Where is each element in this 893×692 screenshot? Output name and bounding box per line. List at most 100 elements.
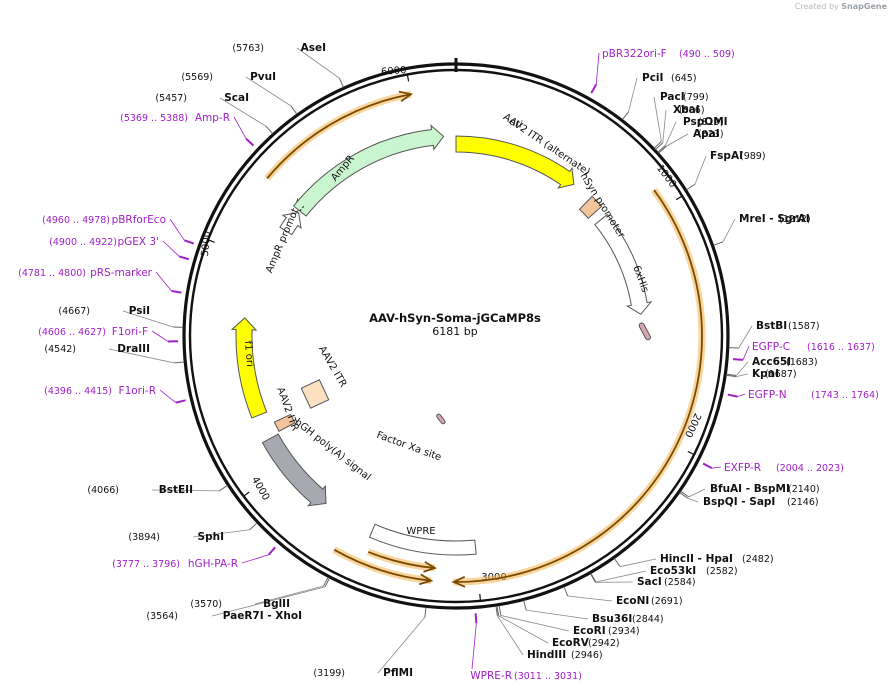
primer-tick — [590, 83, 598, 94]
enzyme-acc65i[interactable]: Acc65I — [752, 356, 791, 368]
enzyme-sphi[interactable]: SphI — [198, 531, 224, 543]
enzyme-position: (799) — [683, 92, 709, 103]
enzyme-fspai[interactable]: FspAI — [710, 150, 743, 162]
aav2-itr-feature[interactable] — [300, 379, 330, 409]
enzyme-leader — [265, 125, 274, 134]
orf-arrowhead — [423, 561, 437, 573]
primer-hgh-pa-r[interactable]: hGH-PA-R — [188, 558, 238, 570]
orf-arc — [266, 93, 412, 179]
enzyme-leader — [735, 373, 749, 378]
enzyme-pcii[interactable]: PciI — [642, 72, 663, 84]
enzyme-bspqi-sapi[interactable]: BspQI - SapI — [703, 496, 775, 508]
primer-exfp-r[interactable]: EXFP-R — [724, 462, 761, 474]
ampr-overlap-marker — [299, 205, 305, 212]
enzyme-ecori[interactable]: EcoRI — [573, 625, 606, 637]
enzyme-hincii-hpai[interactable]: HincII - HpaI — [660, 553, 733, 565]
enzyme-leader — [324, 577, 331, 588]
enzyme-leader — [658, 146, 667, 154]
f1-ori-feature[interactable] — [230, 317, 268, 419]
enzyme-position: (2140) — [788, 484, 820, 495]
primer-range: (4960 .. 4978) — [42, 215, 110, 226]
enzyme-econi[interactable]: EcoNI — [616, 595, 649, 607]
enzyme-position: (4667) — [58, 306, 90, 317]
enzyme-scai[interactable]: ScaI — [224, 92, 249, 104]
primer-pbr322ori-f[interactable]: pBR322ori-F — [602, 48, 667, 60]
enzyme-apai[interactable]: ApaI — [693, 128, 720, 140]
aav2-itr-feature[interactable] — [273, 413, 296, 432]
enzyme-leader — [665, 133, 689, 147]
enzyme-hindiii[interactable]: HindIII — [527, 649, 566, 661]
enzyme-mrei-sgrai[interactable]: MreI - SgrAI — [739, 213, 810, 225]
enzyme-saci[interactable]: SacI — [637, 576, 662, 588]
enzyme-bsteii[interactable]: BstEII — [159, 484, 193, 496]
primer-range: (4396 .. 4415) — [44, 386, 112, 397]
primer-leader — [595, 52, 600, 85]
enzyme-position: (3894) — [128, 532, 160, 543]
enzyme-paer7i-xhoi[interactable]: PaeR7I - XhoI — [223, 610, 302, 622]
enzyme-position: (989) — [740, 151, 766, 162]
enzyme-leader — [108, 348, 175, 364]
enzyme-leader — [653, 140, 662, 149]
ampr-feature[interactable] — [292, 124, 445, 217]
enzyme-paci[interactable]: PacI — [660, 91, 685, 103]
enzyme-eco53ki[interactable]: Eco53kI — [650, 565, 696, 577]
enzyme-psii[interactable]: PsiI — [129, 305, 150, 317]
enzyme-xbai[interactable]: XbaI — [673, 104, 700, 116]
enzyme-leader — [245, 76, 292, 107]
enzyme-kpni[interactable]: KpnI — [752, 368, 779, 380]
primer-egfp-c[interactable]: EGFP-C — [752, 341, 790, 353]
primer-range: (1743 .. 1764) — [811, 390, 879, 401]
enzyme-pspomi[interactable]: PspOMI — [683, 116, 728, 128]
orf-arrowhead — [451, 576, 466, 588]
credit-prefix: Created by — [794, 2, 839, 11]
primer-f1ori-f[interactable]: F1ori-F — [112, 326, 148, 338]
enzyme-ecorv[interactable]: EcoRV — [552, 637, 590, 649]
enzyme-position: (819) — [698, 117, 724, 128]
enzyme-labels: PciI(645)PacI(799)XbaI(806)PspOMI(819)Ap… — [44, 42, 819, 679]
primer-leader — [155, 271, 172, 292]
enzyme-bglii[interactable]: BglII — [263, 598, 290, 610]
hgh-poly-a-signal-feature[interactable] — [261, 433, 327, 507]
primer-range: (3011 .. 3031) — [514, 671, 582, 682]
enzyme-bsu36i[interactable]: Bsu36I — [592, 613, 632, 625]
enzyme-leader — [498, 615, 549, 644]
ruler-tick — [687, 450, 695, 456]
enzyme-position: (823) — [698, 129, 724, 140]
ori-feature[interactable] — [455, 135, 575, 189]
ruler-tick — [675, 195, 683, 201]
hsyn-promoter-feature[interactable] — [594, 213, 653, 315]
orf-arc — [453, 189, 703, 583]
primer-pgex-3[interactable]: pGEX 3' — [117, 236, 159, 248]
primer-tick — [732, 358, 744, 361]
enzyme-asei[interactable]: AseI — [301, 42, 326, 54]
primer-wpre-r[interactable]: WPRE-R — [470, 670, 512, 682]
primer-leader — [162, 240, 180, 257]
enzyme-bstbi[interactable]: BstBI — [756, 320, 787, 332]
ampr-promoter-feature[interactable] — [279, 211, 302, 236]
enzyme-position: (1212) — [779, 214, 811, 225]
enzyme-leader — [192, 529, 250, 538]
enzyme-leader — [713, 241, 724, 246]
enzyme-position: (645) — [671, 73, 697, 84]
enzyme-leader — [500, 615, 570, 632]
enzyme-draiii[interactable]: DraIII — [117, 343, 150, 355]
enzyme-bfuai-bspmi[interactable]: BfuAI - BspMI — [710, 483, 790, 495]
primer-amp-r[interactable]: Amp-R — [195, 112, 230, 124]
primer-tick — [727, 393, 738, 398]
enzyme-leader — [296, 47, 340, 79]
enzyme-pflmi[interactable]: PflMI — [383, 667, 413, 679]
ruler-tick — [243, 491, 250, 497]
enzyme-leader — [498, 605, 502, 616]
primer-f1ori-r[interactable]: F1ori-R — [119, 385, 156, 397]
wpre-feature[interactable] — [368, 523, 477, 556]
enzyme-pvui[interactable]: PvuI — [250, 71, 276, 83]
enzyme-position: (3199) — [313, 668, 345, 679]
primer-egfp-n[interactable]: EGFP-N — [748, 389, 787, 401]
enzyme-leader — [662, 109, 667, 143]
aav2-itr-alternate-feature[interactable] — [578, 195, 603, 220]
ruler-tick — [207, 239, 215, 243]
primer-pbrforeco[interactable]: pBRforEco — [112, 214, 166, 226]
primer-prs-marker[interactable]: pRS-marker — [90, 267, 153, 279]
enzyme-position: (2582) — [706, 566, 738, 577]
